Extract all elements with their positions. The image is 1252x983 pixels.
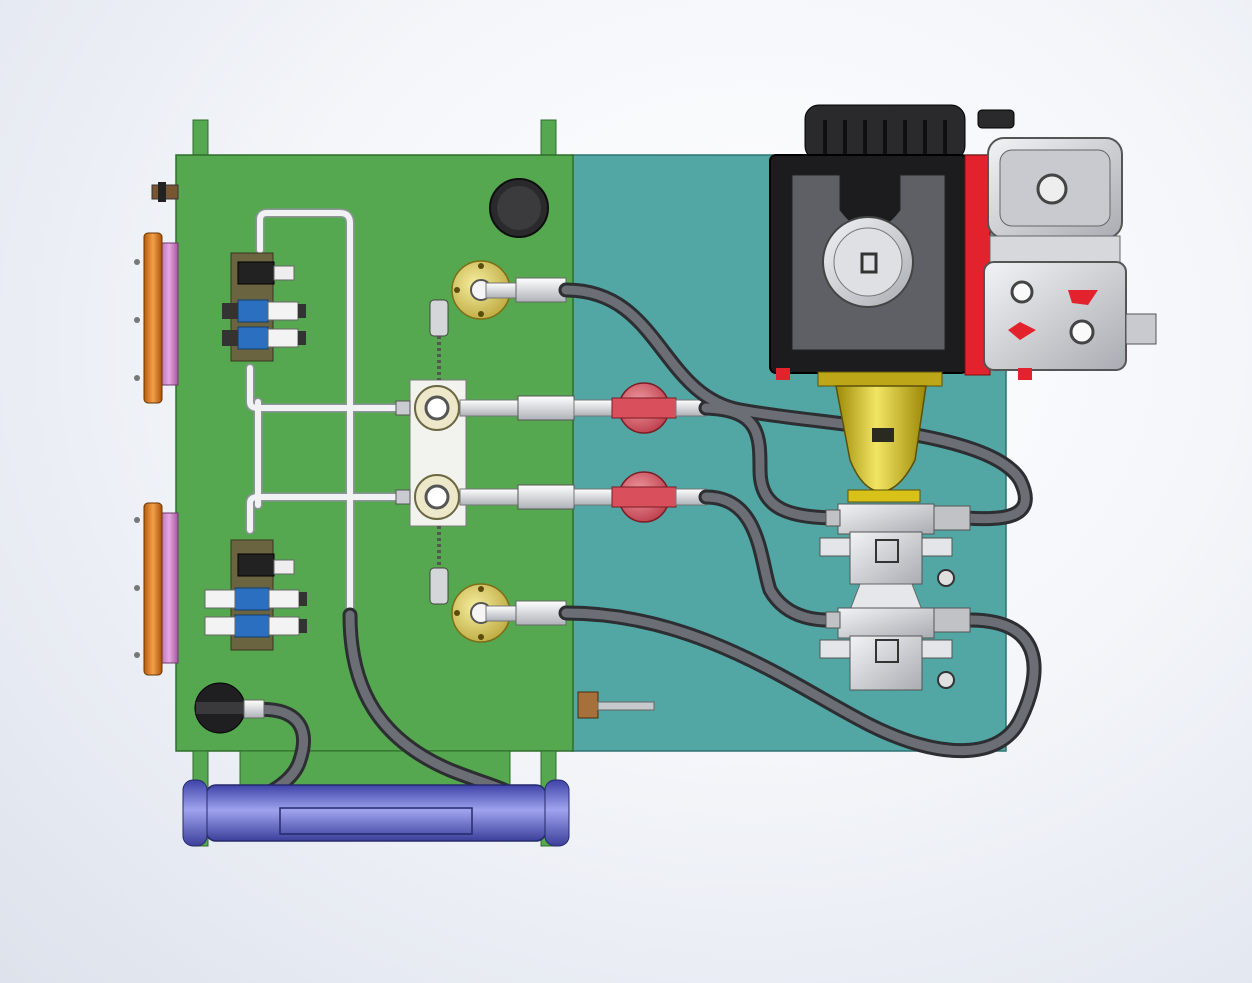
- side-flange-upper: [134, 232, 179, 404]
- suction-flange-upper: [451, 260, 567, 320]
- lifting-lug-right: [540, 119, 557, 161]
- engine-housing: [776, 109, 1157, 380]
- check-valve-fittings: [459, 395, 615, 510]
- suction-flange-lower: [451, 583, 567, 643]
- oil-cooler: [182, 779, 570, 847]
- gear-pump-upper: [819, 503, 971, 587]
- pump-bell-housing: [817, 371, 943, 503]
- manifold-block: [395, 379, 467, 527]
- filler-breather-cap: [489, 178, 549, 238]
- level-switch: [151, 182, 179, 202]
- lifting-lug-left: [192, 119, 209, 161]
- steel-pipe-network: [245, 208, 410, 620]
- oil-tank: [175, 154, 574, 752]
- temperature-sensor: [577, 691, 655, 719]
- pressure-gauge-lower: [429, 526, 449, 605]
- return-filter-cap: [194, 682, 265, 734]
- pressure-filter-upper: [611, 382, 707, 434]
- directional-valve-stack-upper: [222, 252, 306, 362]
- directional-valve-stack-lower: [204, 539, 307, 651]
- pressure-filter-lower: [611, 471, 707, 523]
- side-flange-lower: [134, 502, 179, 676]
- electric-motor: [769, 104, 968, 374]
- gear-pump-lower: [819, 583, 971, 691]
- pressure-gauge-upper: [429, 299, 449, 380]
